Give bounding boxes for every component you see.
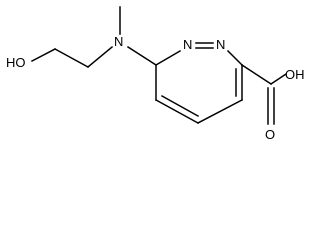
bond-ho-ch2 [30, 47, 57, 63]
bond-ring-cooh [240, 63, 273, 86]
bond-ring-c5-c6 [154, 98, 200, 125]
structure-diagram: HO N N N OH O [6, 6, 305, 142]
bond-ring-c6-n1 [154, 49, 182, 67]
bond-ring-c5-c6-inner [160, 94, 200, 118]
ring-n1-label: N [183, 37, 192, 52]
bond-ch2-ch2 [53, 47, 90, 69]
bond-c-oh [269, 72, 288, 86]
bond-n-ring [126, 45, 158, 67]
acid-oh-label: OH [285, 67, 305, 82]
bond-ch2-n [86, 45, 114, 69]
bond-ring-n2-c3 [226, 49, 244, 67]
carbonyl-o-label: O [265, 127, 275, 142]
ring-n2-label: N [216, 37, 225, 52]
amine-n-label: N [114, 34, 123, 49]
molecule-drawing: HO N N N OH O [6, 6, 305, 142]
hydroxyl-label: HO [6, 55, 26, 70]
bond-ring-c4-c5 [196, 98, 244, 125]
